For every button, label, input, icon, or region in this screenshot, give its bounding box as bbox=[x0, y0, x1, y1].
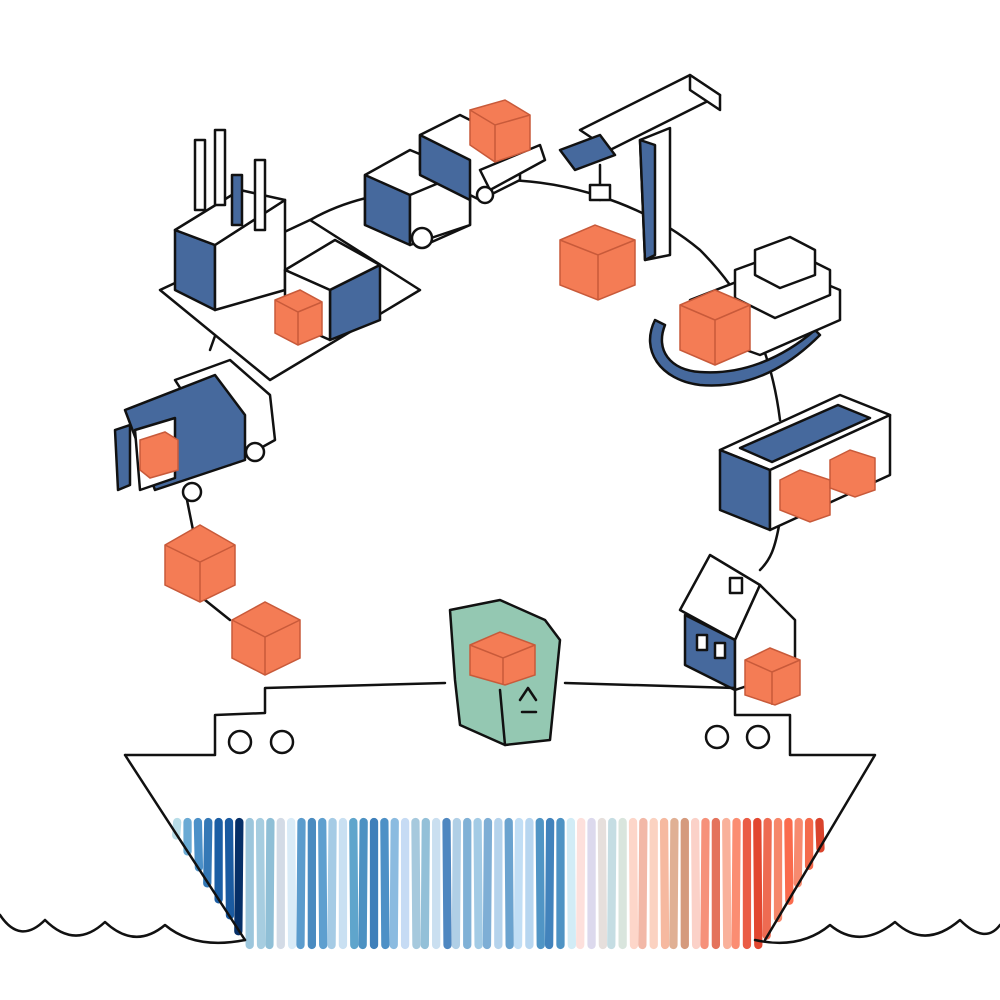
warming-stripe bbox=[607, 817, 617, 950]
house-icon bbox=[678, 553, 801, 706]
cardboard-box-icon bbox=[231, 601, 301, 676]
warming-stripe bbox=[513, 817, 524, 950]
warming-stripe bbox=[318, 817, 328, 950]
warming-stripe bbox=[504, 817, 514, 950]
warming-stripe bbox=[349, 817, 359, 950]
warming-stripe bbox=[411, 817, 421, 950]
warming-stripe bbox=[544, 817, 555, 950]
warming-stripe bbox=[296, 817, 306, 950]
warming-stripe bbox=[224, 817, 235, 920]
warming-stripe bbox=[535, 817, 545, 950]
warming-stripe bbox=[286, 817, 297, 950]
porthole bbox=[704, 724, 730, 750]
warming-stripe bbox=[380, 817, 390, 950]
warming-stripe bbox=[628, 817, 639, 950]
warming-stripes bbox=[172, 817, 825, 950]
warming-stripe bbox=[638, 817, 648, 950]
cargo-ship-icon bbox=[648, 235, 842, 387]
warming-stripe bbox=[793, 817, 803, 888]
porthole bbox=[745, 724, 771, 750]
warming-stripe bbox=[753, 817, 763, 950]
warming-stripe bbox=[473, 817, 483, 950]
warehouse-icon bbox=[718, 393, 892, 532]
warming-stripe bbox=[659, 817, 670, 950]
warming-stripe bbox=[451, 817, 462, 950]
waves-icon bbox=[0, 913, 1000, 945]
delivery-van-icon bbox=[113, 358, 277, 503]
cardboard-box-icon bbox=[164, 524, 236, 603]
warming-stripe bbox=[566, 817, 576, 950]
recycle-bin-icon bbox=[448, 598, 562, 747]
warming-stripe bbox=[576, 817, 586, 950]
warming-stripe bbox=[203, 817, 213, 888]
ship-icon bbox=[123, 681, 877, 950]
warming-stripe bbox=[722, 817, 732, 950]
warming-stripe bbox=[255, 817, 266, 950]
factory-icon bbox=[158, 128, 422, 382]
warming-stripe bbox=[762, 817, 772, 940]
warming-stripe bbox=[669, 817, 679, 950]
warming-stripe bbox=[389, 817, 399, 950]
warming-stripe bbox=[327, 817, 337, 950]
warming-stripe bbox=[597, 817, 608, 950]
warming-stripe bbox=[442, 817, 452, 950]
porthole bbox=[227, 729, 253, 755]
warming-stripe bbox=[700, 817, 710, 950]
warming-stripe bbox=[815, 817, 825, 853]
porthole bbox=[269, 729, 295, 755]
warming-stripe bbox=[193, 817, 204, 872]
warming-stripe bbox=[234, 817, 244, 936]
crane-icon bbox=[558, 73, 722, 301]
truck-icon bbox=[363, 99, 547, 250]
warming-stripe bbox=[731, 817, 741, 950]
warming-stripe bbox=[358, 817, 368, 950]
warming-stripe bbox=[784, 817, 794, 905]
warming-stripe bbox=[265, 817, 275, 950]
warming-stripe bbox=[420, 817, 430, 950]
warming-stripe bbox=[691, 817, 701, 950]
warming-stripe bbox=[482, 817, 493, 950]
